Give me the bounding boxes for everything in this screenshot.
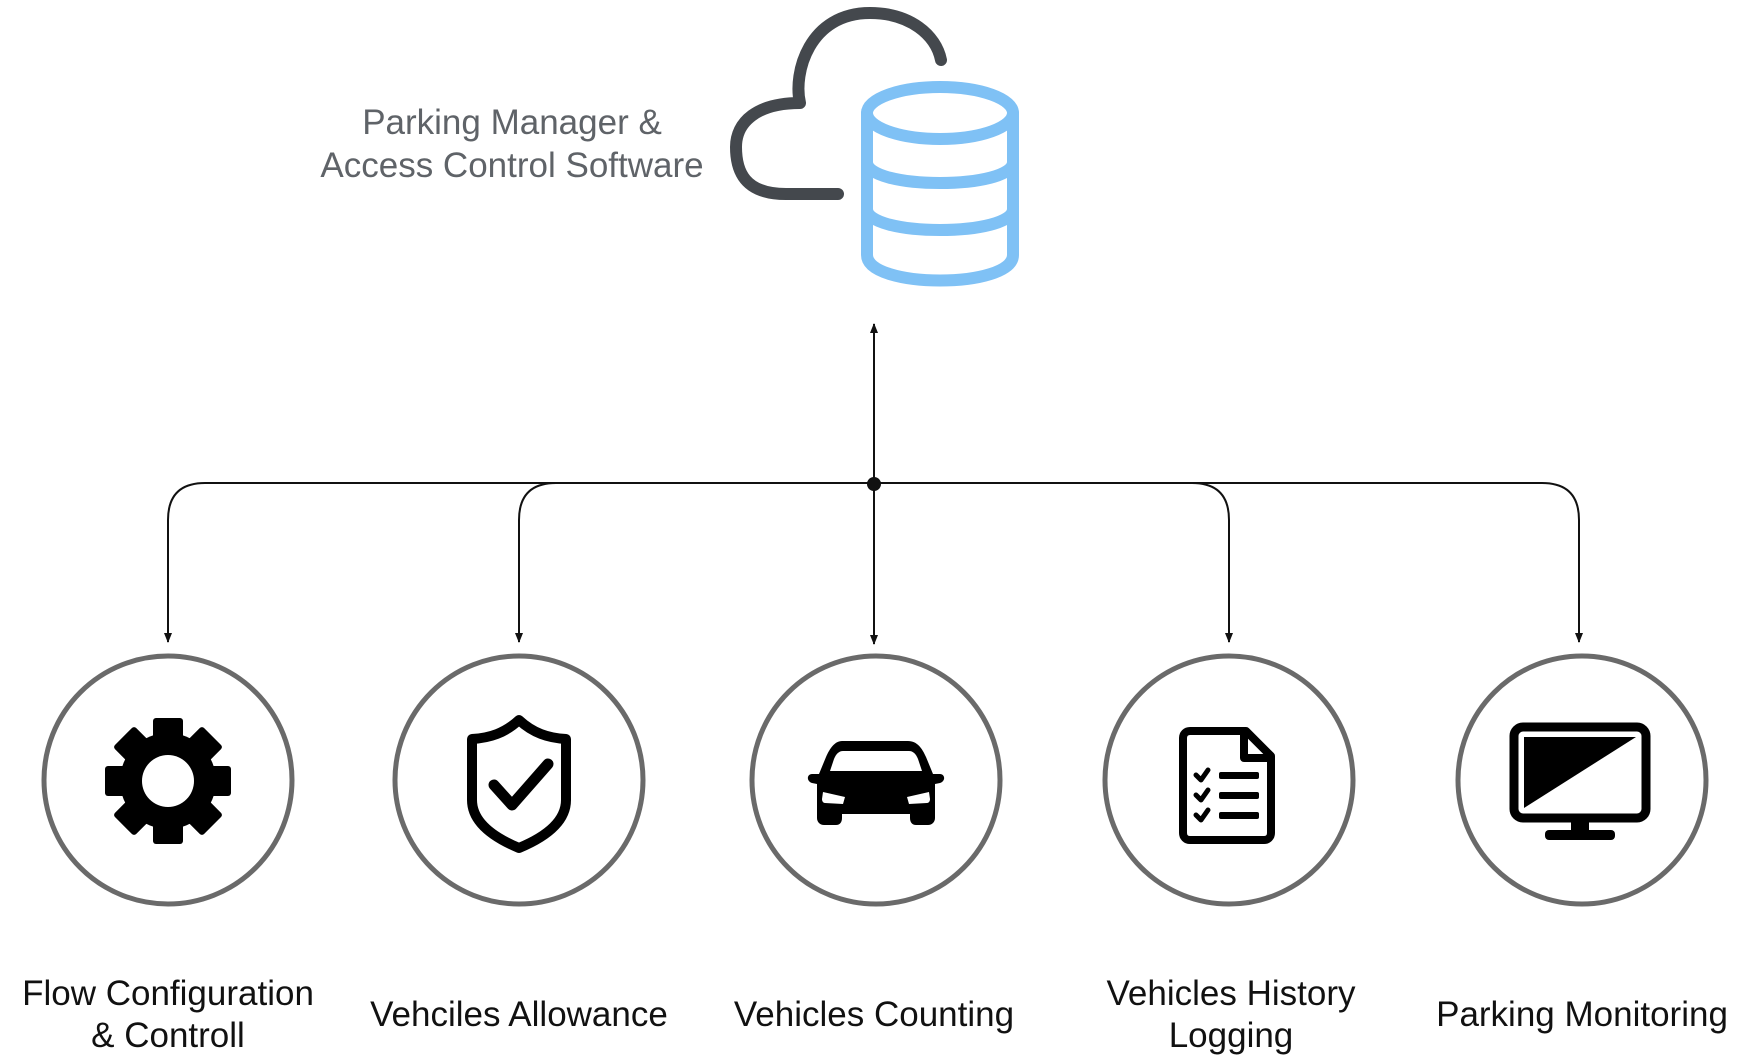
module-label-line-1: Parking Monitoring [1436, 995, 1728, 1034]
connectors [164, 323, 1583, 645]
module-circle [1455, 653, 1709, 907]
system-title: Parking Manager & Access Control Softwar… [320, 103, 703, 185]
database-icon [861, 81, 1019, 287]
module-label-line-1: Vehicles Counting [734, 995, 1014, 1034]
checklist-document-icon [1179, 727, 1275, 844]
system-title-line-1: Parking Manager & [362, 103, 662, 142]
module-label-line-2: & Controll [91, 1016, 245, 1055]
module-circle [392, 653, 646, 907]
module-parking-monitoring: Parking Monitoring [1436, 653, 1728, 1034]
module-circle [1102, 653, 1356, 907]
connector-junction-dot [867, 477, 881, 491]
module-label-line-2: Logging [1169, 1016, 1294, 1055]
car-icon [807, 741, 945, 825]
module-label-line-1: Flow Configuration [22, 974, 314, 1013]
module-label-line-1: Vehciles Allowance [370, 995, 668, 1034]
module-vehicles-history-logging: Vehicles History Logging [1102, 653, 1356, 1055]
monitor-icon [1509, 722, 1651, 840]
system-title-line-2: Access Control Software [320, 146, 703, 185]
connector-to-allowance [515, 482, 557, 643]
module-vehicles-allowance: Vehciles Allowance [370, 653, 668, 1034]
cloud-icon [730, 7, 947, 200]
gear-icon [105, 718, 231, 844]
connector-to-history [1191, 482, 1233, 643]
module-label-line-1: Vehicles History [1107, 974, 1356, 1013]
connector-to-flow [164, 482, 206, 643]
connector-to-monitoring [1541, 482, 1583, 643]
shield-check-icon [467, 715, 571, 853]
module-vehicles-counting: Vehicles Counting [734, 653, 1014, 1034]
module-flow-configuration: Flow Configuration & Controll [22, 653, 314, 1055]
